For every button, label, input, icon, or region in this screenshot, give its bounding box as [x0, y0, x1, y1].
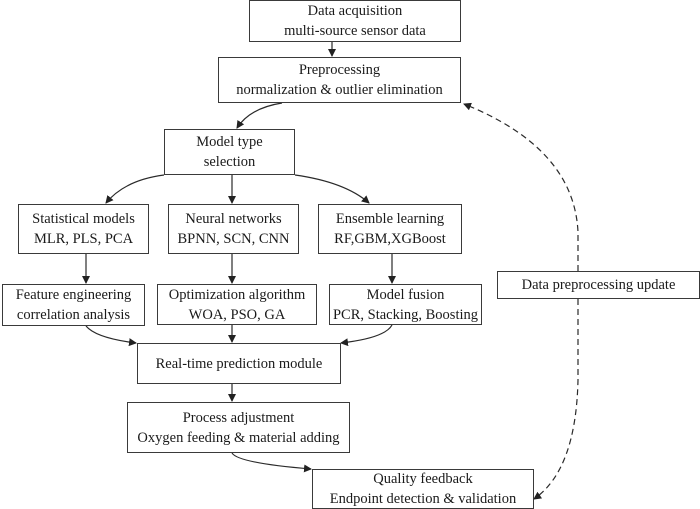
node-title: Data preprocessing update	[521, 277, 676, 293]
node-subtitle: WOA, PSO, GA	[188, 306, 286, 323]
node-subtitle: Endpoint detection & validation	[329, 491, 517, 507]
edge-update-to-quality	[533, 299, 579, 500]
node-subtitle: Oxygen feeding & material adding	[137, 429, 340, 446]
node-model-fusion: Model fusion PCR, Stacking, Boosting	[329, 284, 482, 325]
node-ensemble-learning: Ensemble learning RF,GBM,XGBoost	[318, 204, 462, 254]
node-title: Feature engineering	[15, 287, 132, 303]
node-subtitle: RF,GBM,XGBoost	[334, 231, 446, 247]
node-title: Quality feedback	[373, 471, 473, 487]
node-title: Process adjustment	[182, 409, 295, 426]
edge-model-type-to-statistical	[105, 174, 165, 204]
node-title: Real-time prediction module	[155, 355, 323, 372]
node-subtitle: PCR, Stacking, Boosting	[332, 306, 479, 323]
node-data-preprocessing-update: Data preprocessing update	[497, 271, 700, 299]
node-subtitle: correlation analysis	[16, 307, 131, 323]
node-subtitle: multi-source sensor data	[284, 23, 426, 39]
node-title: Model fusion	[366, 286, 445, 303]
node-title: Model type	[196, 134, 263, 150]
node-data-acquisition: Data acquisition multi-source sensor dat…	[249, 0, 461, 42]
edge-update-to-preprocessing	[463, 102, 579, 271]
node-title: Ensemble learning	[335, 211, 445, 227]
node-neural-networks: Neural networks BPNN, SCN, CNN	[168, 204, 299, 254]
node-title: Neural networks	[185, 211, 282, 227]
edge-fusion-to-realtime	[340, 324, 393, 347]
edge-preprocessing-to-model-type	[236, 102, 283, 129]
node-preprocessing: Preprocessing normalization & outlier el…	[218, 57, 461, 103]
node-subtitle: selection	[203, 154, 256, 170]
node-feature-engineering: Feature engineering correlation analysis	[2, 284, 145, 326]
edge-process-to-quality	[231, 452, 312, 473]
edge-feature-to-realtime	[85, 325, 137, 347]
node-title: Data acquisition	[307, 3, 403, 19]
node-subtitle: MLR, PLS, PCA	[33, 231, 134, 247]
node-title: Preprocessing	[298, 62, 381, 78]
node-title: Statistical models	[32, 211, 135, 227]
node-realtime-prediction: Real-time prediction module	[137, 343, 341, 384]
node-quality-feedback: Quality feedback Endpoint detection & va…	[312, 469, 534, 509]
node-statistical-models: Statistical models MLR, PLS, PCA	[18, 204, 149, 254]
node-process-adjustment: Process adjustment Oxygen feeding & mate…	[127, 402, 350, 453]
node-subtitle: BPNN, SCN, CNN	[177, 231, 290, 247]
node-subtitle: normalization & outlier elimination	[236, 82, 443, 98]
node-title: Optimization algorithm	[168, 286, 306, 303]
node-model-type-selection: Model type selection	[164, 129, 295, 175]
edge-model-type-to-ensemble	[294, 174, 370, 204]
node-optimization-algorithm: Optimization algorithm WOA, PSO, GA	[157, 284, 317, 325]
